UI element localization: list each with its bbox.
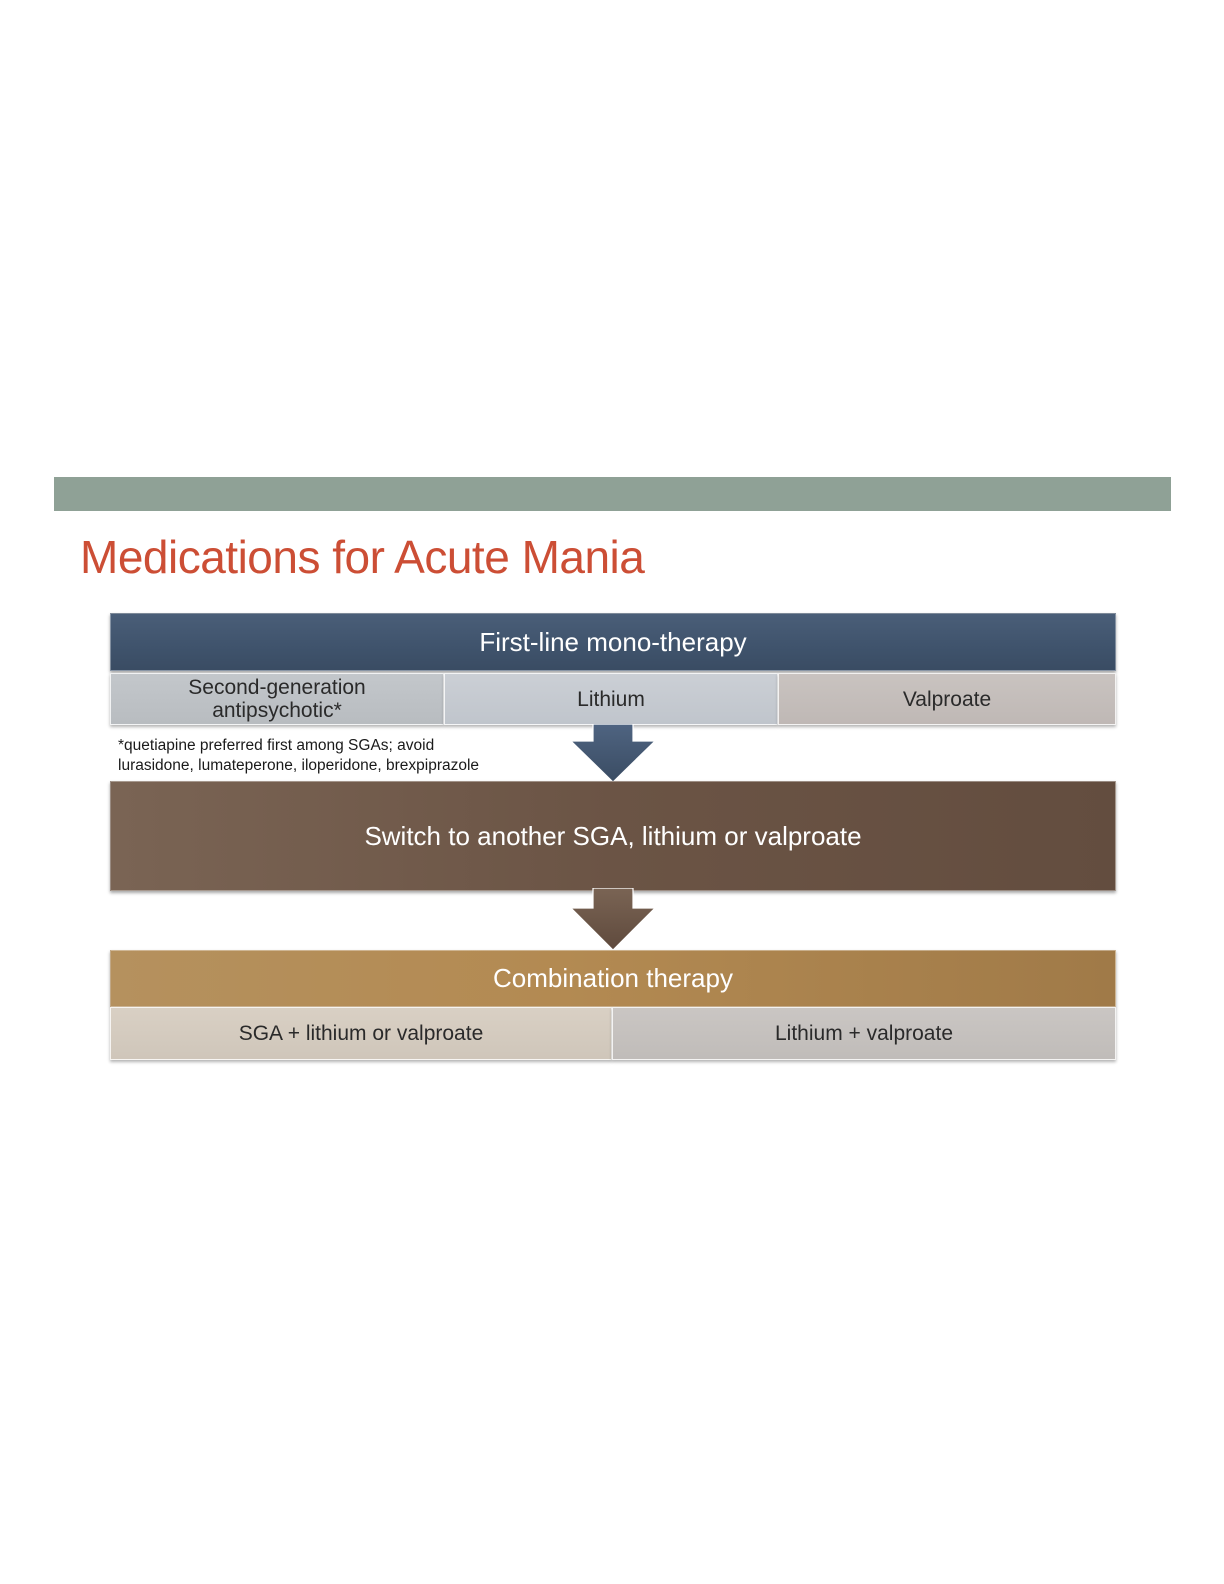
sga-footnote: *quetiapine preferred first among SGAs; … [118, 736, 518, 776]
footnote-line2: lurasidone, lumateperone, iloperidone, b… [118, 757, 480, 774]
first-line-header-label: First-line mono-therapy [479, 626, 747, 657]
option-sga-combination: SGA + lithium or valproate [110, 1007, 612, 1060]
option-sga-label: Second-generation antipsychotic* [188, 676, 365, 722]
option-sga-line1: Second-generation [188, 676, 366, 699]
combination-header-label: Combination therapy [493, 963, 733, 993]
switch-step-box: Switch to another SGA, lithium or valpro… [110, 781, 1116, 891]
option-lithium-valproate: Lithium + valproate [612, 1007, 1116, 1060]
option-lithium: Lithium [444, 673, 778, 725]
option-valproate-label: Valproate [902, 687, 992, 711]
slide-title: Medications for Acute Mania [80, 531, 645, 583]
combination-header: Combination therapy [110, 950, 1116, 1007]
footnote-line1: *quetiapine preferred first among SGAs; … [118, 737, 435, 754]
down-arrow-icon-1 [569, 724, 657, 783]
option-sga-combination-label: SGA + lithium or valproate [238, 1022, 484, 1045]
option-sga-line2: antipsychotic* [212, 699, 342, 722]
option-sga: Second-generation antipsychotic* [110, 673, 444, 725]
top-accent-bar [54, 477, 1171, 511]
first-line-header: First-line mono-therapy [110, 613, 1116, 671]
switch-step-label: Switch to another SGA, lithium or valpro… [364, 820, 862, 851]
option-valproate: Valproate [778, 673, 1116, 725]
option-lithium-label: Lithium [577, 687, 645, 711]
down-arrow-icon-2 [569, 888, 657, 951]
option-lithium-valproate-label: Lithium + valproate [774, 1022, 954, 1045]
